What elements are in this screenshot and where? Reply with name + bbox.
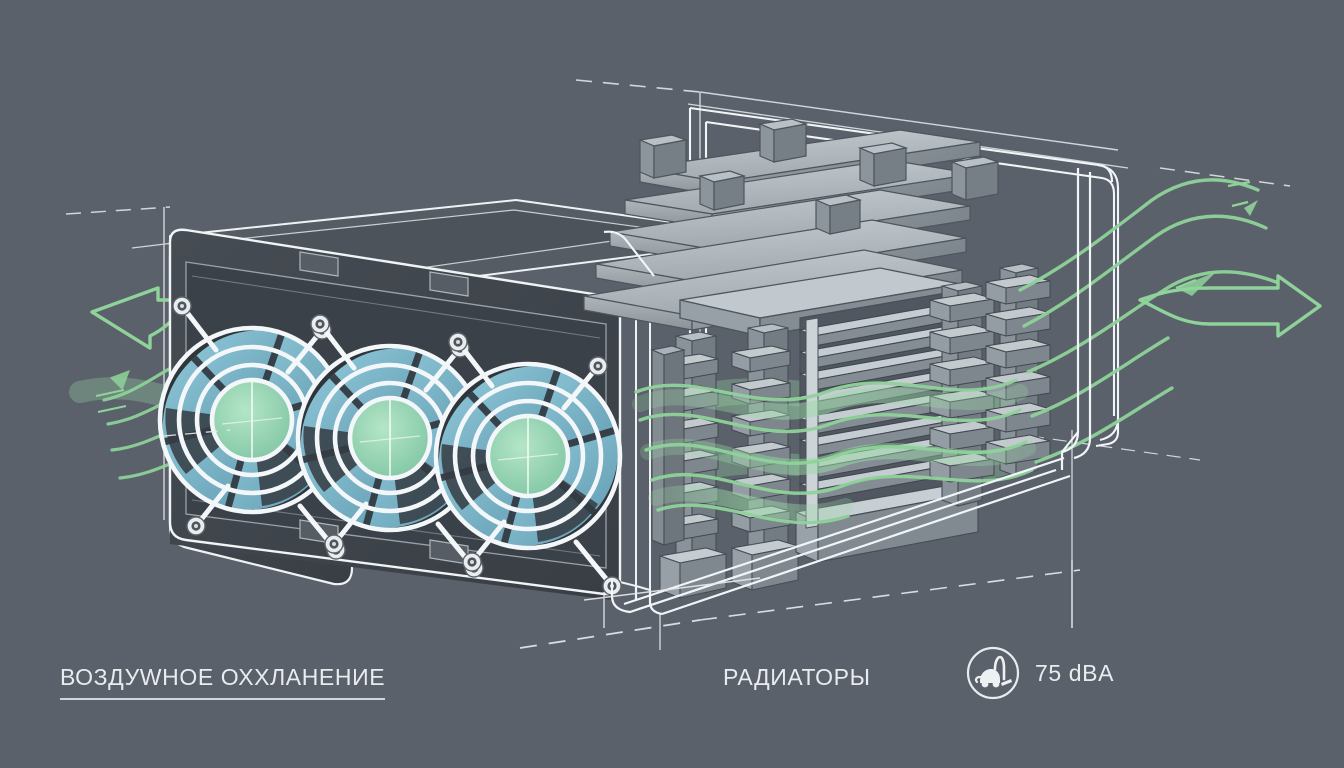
fan-3 <box>433 332 623 596</box>
airflow-arrow-right <box>1138 274 1322 338</box>
fan-1 <box>157 296 347 560</box>
airflow-streamlines-right <box>1018 178 1278 464</box>
airflow-arrowhead-small-left <box>95 369 131 413</box>
airflow-arrowhead-small-right <box>1175 180 1258 296</box>
radiator-column-right-2 <box>985 263 1051 477</box>
fan-3-grille <box>433 361 623 551</box>
airflow-streamlines-through-radiator <box>632 378 1036 525</box>
construction-lines-front <box>163 429 1081 650</box>
radiator-riser-blocks <box>637 118 1001 235</box>
chassis-wireframe-front <box>603 163 1114 616</box>
